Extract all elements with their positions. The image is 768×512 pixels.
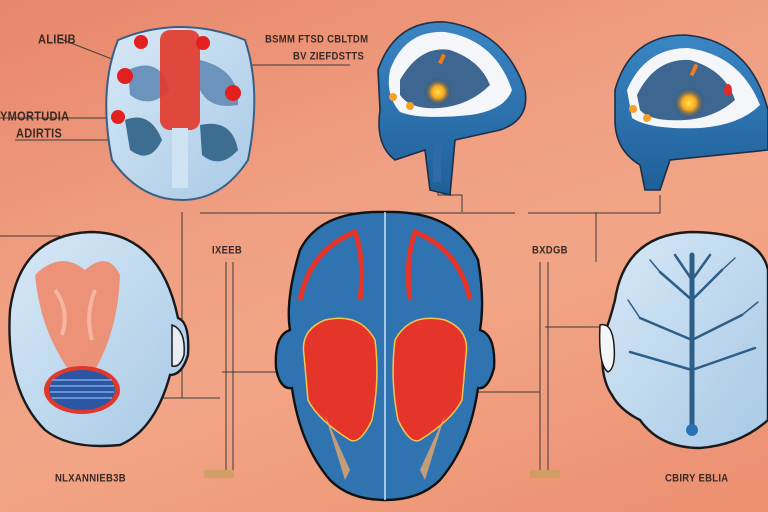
label-top-center-2: BV ZIEFDSTTS (293, 50, 365, 63)
mini-rulers (204, 470, 560, 478)
top-middle-brain (377, 21, 527, 197)
center-head (274, 210, 496, 502)
label-mid-left: IXEEB (212, 244, 243, 257)
top-left-brain (105, 26, 256, 202)
middle-left-head (8, 230, 190, 448)
label-bottom-left: NLXANNIEB3B (55, 472, 126, 485)
label-mid-right: BXDGB (532, 244, 568, 257)
middle-right-head (598, 230, 768, 450)
label-top-left-2: YMORTUDIA (0, 110, 70, 124)
label-top-left-3: ADIRTIS (16, 127, 63, 141)
label-bottom-right: CBIRY EBLIA (665, 472, 729, 485)
top-right-brain (614, 34, 768, 191)
label-top-center-1: BSMM FTSD CBLTDM (265, 33, 369, 46)
label-top-left-1: ALIEIB (38, 33, 76, 47)
